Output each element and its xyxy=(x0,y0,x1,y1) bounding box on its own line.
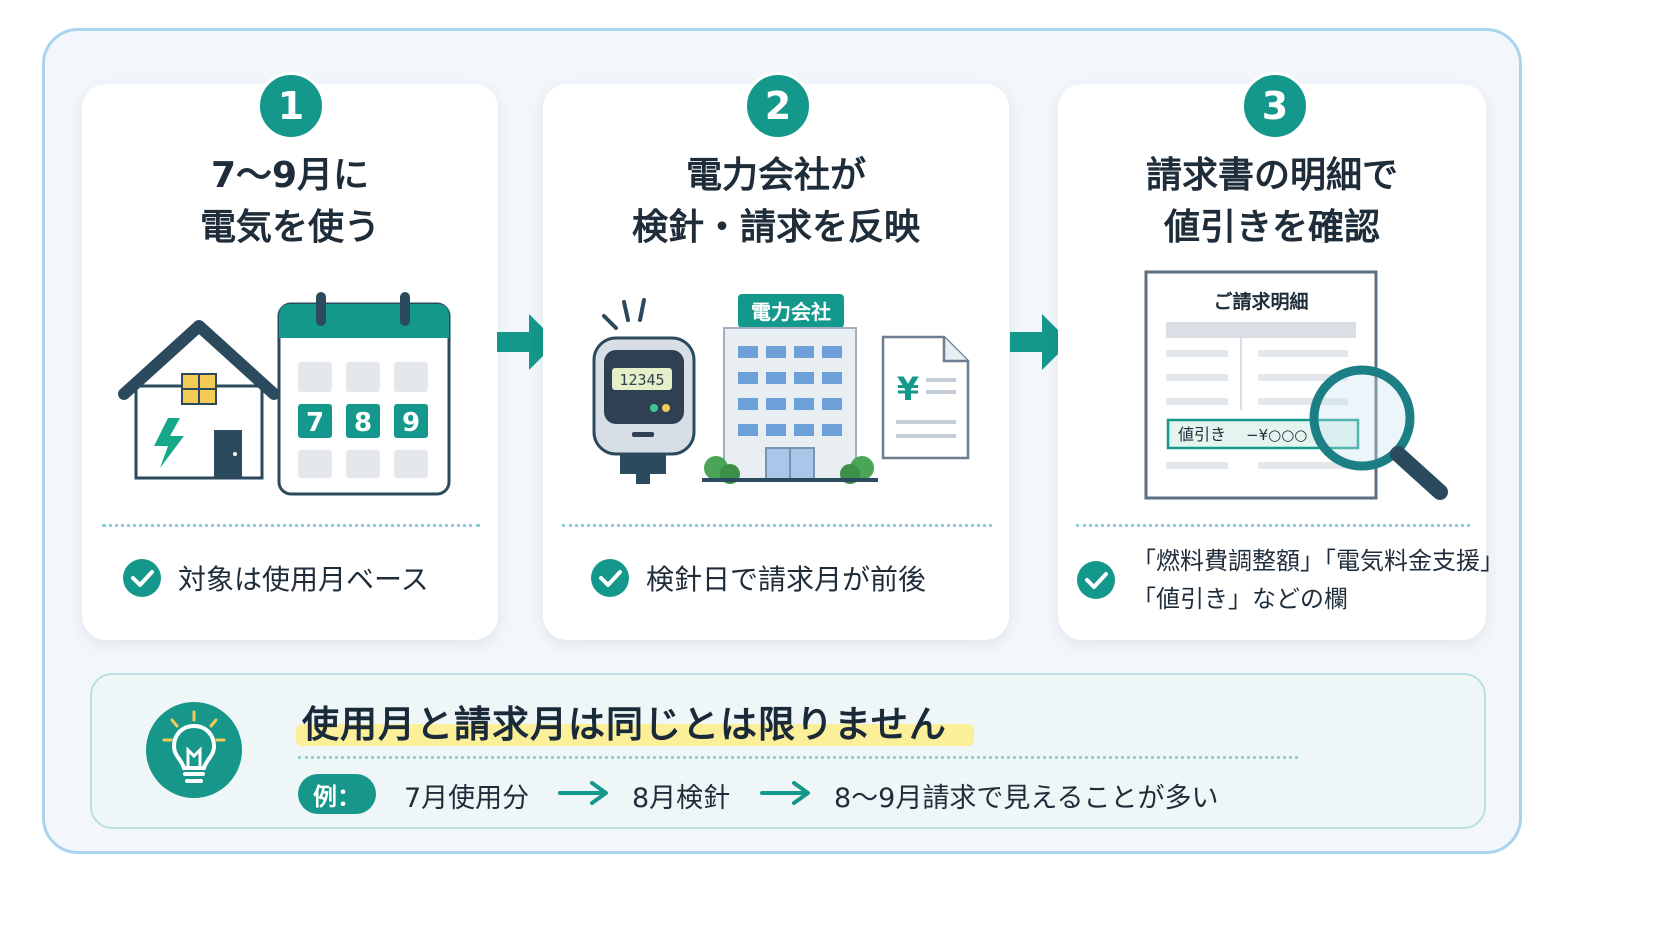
flow-step-reading: 8月検針 xyxy=(632,783,731,814)
magnifying-glass-icon xyxy=(1309,365,1448,500)
arrow-right-icon xyxy=(760,781,810,805)
step-title-2-line-1: 電力会社が xyxy=(685,155,866,196)
summary-title: 使用月と請求月は同じとは限りません xyxy=(302,703,947,746)
calendar-day-9: 9 xyxy=(402,408,420,438)
calendar-icon: 7 8 9 xyxy=(277,292,451,496)
step-title-3-line-2: 値引きを確認 xyxy=(1163,207,1380,248)
card-3-divider xyxy=(1076,524,1470,527)
house-icon xyxy=(118,320,280,480)
check-circle-icon xyxy=(591,559,629,597)
lightbulb-icon xyxy=(162,710,226,783)
calendar-day-7: 7 xyxy=(306,408,324,438)
step-title-1: 7〜9月に 電気を使う xyxy=(82,150,498,254)
summary-divider xyxy=(298,756,1298,759)
check-circle-icon xyxy=(1077,561,1115,599)
step-title-1-line-2: 電気を使う xyxy=(199,207,380,248)
card-2-divider xyxy=(562,524,992,527)
step-note-3-text: 「燃料費調整額」「電気料金支援」 「値引き」などの欄 xyxy=(1132,542,1504,618)
step-note-1-text: 対象は使用月ベース xyxy=(178,563,429,596)
step-number-1: 1 xyxy=(257,72,325,140)
step-title-3: 請求書の明細で 値引きを確認 xyxy=(1058,150,1486,254)
arrow-right-icon xyxy=(1010,314,1070,370)
step-title-3-line-1: 請求書の明細で xyxy=(1145,155,1398,196)
arrow-right-icon xyxy=(558,781,608,805)
step-number-2: 2 xyxy=(744,72,812,140)
step-title-1-line-1: 7〜9月に xyxy=(210,155,370,196)
office-building-icon: 電力会社 xyxy=(702,294,878,484)
meter-reading: 12345 xyxy=(619,371,664,389)
step-note-1: 対象は使用月ベース xyxy=(122,558,429,598)
bill-statement-icon: ご請求明細 値引き −¥○○○ xyxy=(1144,270,1448,500)
building-sign: 電力会社 xyxy=(751,300,831,324)
step-title-2-line-2: 検針・請求を反映 xyxy=(631,207,920,248)
card-1-divider xyxy=(102,524,480,527)
check-circle-icon xyxy=(123,559,161,597)
title-highlight xyxy=(296,724,974,746)
bill-heading: ご請求明細 xyxy=(1213,290,1308,313)
step-note-3-line-1: 「燃料費調整額」「電気料金支援」 xyxy=(1132,547,1504,575)
flow-step-usage: 7月使用分 xyxy=(404,783,530,814)
invoice-yen-symbol: ¥ xyxy=(897,370,919,408)
step-note-3: 「燃料費調整額」「電気料金支援」 「値引き」などの欄 xyxy=(1076,542,1504,618)
step-number-3: 3 xyxy=(1241,72,1309,140)
bill-discount-value: −¥○○○ xyxy=(1246,426,1307,444)
bill-discount-label: 値引き xyxy=(1178,425,1226,444)
step-note-2: 検針日で請求月が前後 xyxy=(590,558,926,598)
electric-meter-icon: 12345 xyxy=(592,298,696,484)
calendar-day-8: 8 xyxy=(354,408,372,438)
arrow-right-icon xyxy=(497,314,557,370)
step-title-2: 電力会社が 検針・請求を反映 xyxy=(543,150,1009,254)
example-label: 例： xyxy=(298,774,376,814)
flow-step-billing: 8〜9月請求で見えることが多い xyxy=(834,783,1219,814)
invoice-document-icon: ¥ xyxy=(881,335,970,460)
step-note-2-text: 検針日で請求月が前後 xyxy=(646,563,927,596)
step-note-3-line-2: 「値引き」などの欄 xyxy=(1132,585,1348,613)
